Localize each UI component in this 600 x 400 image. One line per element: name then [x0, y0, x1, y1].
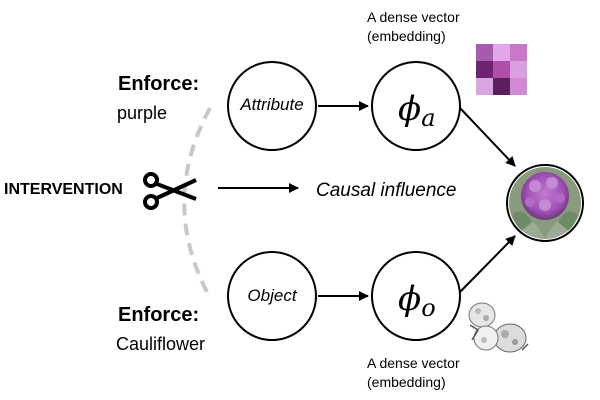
phi-o-symbol: ϕo	[398, 279, 436, 322]
scissors-icon	[143, 172, 197, 210]
causal-influence-label: Causal influence	[316, 180, 457, 201]
grayscale-cauliflower-icon	[468, 302, 529, 353]
enforce-top-value: purple	[117, 103, 168, 123]
enforce-bottom-title: Enforce:	[118, 304, 200, 326]
arrow-phi-o-to-output	[459, 235, 516, 293]
phi-a-symbol: ϕa	[398, 89, 436, 132]
embedding-bottom-caption: A dense vector (embedding)	[367, 354, 460, 392]
embedding-bottom-line2: (embedding)	[367, 374, 446, 390]
embedding-top-caption: A dense vector (embedding)	[367, 8, 460, 46]
embedding-cell	[510, 44, 527, 61]
object-node-label: Object	[247, 286, 297, 305]
embedding-cell	[493, 61, 510, 78]
embedding-cell	[476, 44, 493, 61]
embedding-cell	[476, 78, 493, 95]
attribute-node	[227, 61, 317, 151]
embedding-cell	[493, 44, 510, 61]
object-node	[227, 251, 317, 341]
cauliflower-photo-icon	[506, 164, 584, 242]
embedding-grid-icon	[476, 44, 527, 95]
embedding-cell	[493, 78, 510, 95]
enforce-bottom-value: Cauliflower	[116, 334, 206, 354]
arrow-phi-a-to-output	[459, 107, 516, 167]
embedding-top-line2: (embedding)	[367, 28, 446, 44]
attribute-node-label: Attribute	[240, 95, 304, 114]
embedding-top-line1: A dense vector	[367, 9, 460, 25]
embedding-cell	[476, 61, 493, 78]
phi-o-node	[371, 251, 461, 341]
embedding-cell	[510, 61, 527, 78]
dashed-arc	[182, 107, 212, 293]
phi-a-node	[371, 61, 461, 151]
embedding-cell	[510, 78, 527, 95]
embedding-bottom-line1: A dense vector	[367, 355, 460, 371]
enforce-top-title: Enforce:	[118, 73, 200, 95]
intervention-label: INTERVENTION	[4, 181, 123, 198]
